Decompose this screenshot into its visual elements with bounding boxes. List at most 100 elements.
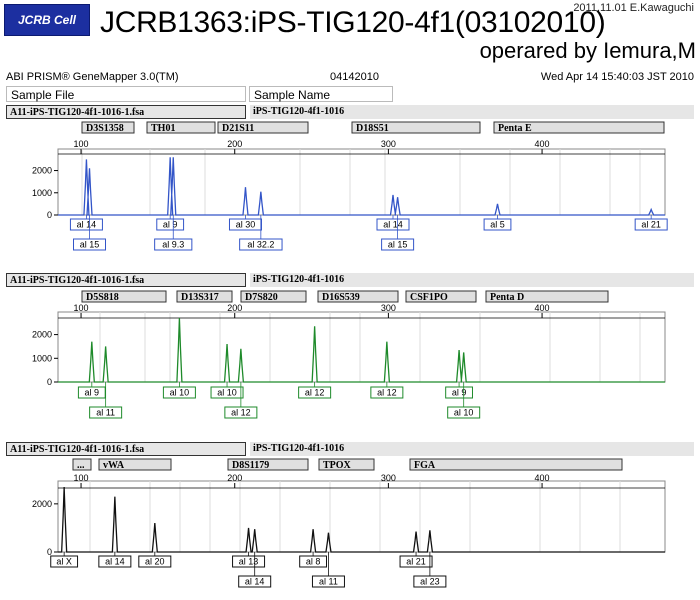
allele-text: al 9.3 (162, 240, 184, 250)
allele-box (311, 575, 345, 588)
allele-box (50, 555, 79, 568)
x-tick-label: 300 (381, 473, 396, 483)
locus-marker: vWA (98, 458, 172, 471)
locus-marker-box (227, 458, 309, 471)
locus-marker-label: vWA (103, 460, 125, 471)
locus-marker-box (217, 121, 309, 134)
allele-label: al 8 (299, 552, 327, 568)
allele-box (238, 575, 272, 588)
allele-label: al 15 (73, 215, 107, 251)
column-header-sample-file: Sample File (6, 86, 246, 102)
allele-text: al X (56, 557, 72, 567)
y-tick-label: 0 (47, 210, 52, 220)
locus-marker-label: TH01 (151, 123, 175, 134)
x-tick-label: 300 (381, 139, 396, 149)
allele-label: al 11 (89, 382, 123, 419)
locus-marker: Penta D (485, 290, 609, 303)
allele-box (239, 238, 283, 251)
timestamp: Wed Apr 14 15:40:03 JST 2010 (540, 71, 694, 83)
allele-text: al 21 (406, 557, 426, 567)
allele-text: al 12 (231, 408, 251, 418)
page-title: JCRB1363:iPS-TIG120-4f1(03102010) (100, 6, 606, 39)
allele-text: al 14 (245, 577, 265, 587)
allele-text: al 12 (377, 388, 397, 398)
locus-marker-label: D5S818 (86, 292, 119, 303)
locus-marker-box (72, 458, 92, 471)
credit-text: 2011.11.01 E.Kawaguchi (573, 2, 694, 14)
locus-marker: ... (72, 458, 92, 471)
allele-text: al 5 (490, 220, 505, 230)
locus-marker: D13S317 (176, 290, 233, 303)
x-tick-label: 200 (227, 473, 242, 483)
allele-label: al 9 (77, 382, 106, 399)
allele-box (381, 238, 415, 251)
y-tick-label: 2000 (32, 330, 52, 340)
plot-area-1 (57, 148, 666, 216)
locus-marker-label: D18S51 (356, 123, 389, 134)
x-tick-label: 400 (535, 303, 550, 313)
locus-marker-label: D16S539 (322, 292, 360, 303)
locus-marker-label: Penta D (490, 292, 524, 303)
panel-1-file: A11-iPS-TIG120-4f1-1016-1.fsa (6, 105, 246, 119)
locus-marker-box (409, 458, 623, 471)
y-tick-label: 2000 (32, 166, 52, 176)
locus-marker-box (351, 121, 481, 134)
x-tick-label: 100 (74, 303, 89, 313)
y-tick-label: 2000 (32, 499, 52, 509)
allele-label: al 21 (399, 552, 433, 568)
allele-text: al 11 (96, 408, 115, 418)
panel-2-file: A11-iPS-TIG120-4f1-1016-1.fsa (6, 273, 246, 287)
allele-label: al 9 (445, 382, 473, 399)
allele-text: al 10 (454, 408, 474, 418)
allele-text: al 20 (145, 557, 165, 567)
allele-label: al 32.2 (239, 215, 283, 251)
plot-area-2 (57, 311, 666, 383)
allele-label: al 11 (311, 552, 345, 588)
allele-text: al 9 (163, 220, 178, 230)
locus-marker-label: D3S1358 (86, 123, 124, 134)
allele-text: al 9 (85, 388, 100, 398)
allele-text: al 15 (80, 240, 100, 250)
allele-label: al 12 (370, 382, 404, 399)
page-subtitle: operared by Iemura,M (479, 38, 696, 63)
locus-marker-label: D13S317 (181, 292, 219, 303)
allele-box (89, 406, 123, 419)
x-tick-label: 300 (381, 303, 396, 313)
allele-text: al 10 (170, 388, 190, 398)
allele-text: al 11 (319, 577, 338, 587)
allele-box (413, 575, 447, 588)
allele-box (154, 238, 193, 251)
locus-marker: TPOX (318, 458, 375, 471)
allele-text: al 32.2 (247, 240, 274, 250)
locus-marker-box (485, 290, 609, 303)
allele-text: al 21 (641, 220, 661, 230)
locus-marker-box (318, 458, 375, 471)
plot-area-3 (57, 480, 666, 553)
y-tick-label: 0 (47, 377, 52, 387)
allele-text: al 15 (388, 240, 408, 250)
allele-label: al 30 (228, 215, 262, 231)
allele-text: al 8 (306, 557, 321, 567)
panel-3-file: A11-iPS-TIG120-4f1-1016-1.fsa (6, 442, 246, 456)
locus-marker-box (317, 290, 399, 303)
allele-label: al 21 (634, 215, 668, 231)
x-tick-label: 400 (535, 473, 550, 483)
allele-box (299, 555, 327, 568)
locus-marker-box (146, 121, 216, 134)
allele-label: al 23 (413, 552, 447, 588)
allele-label: al 9 (156, 215, 185, 231)
locus-marker-label: D8S1179 (232, 460, 269, 471)
allele-text: al 10 (217, 388, 237, 398)
allele-box (69, 218, 103, 231)
allele-label: al 15 (381, 215, 415, 251)
allele-label: al 10 (162, 382, 196, 399)
column-header-sample-name: Sample Name (249, 86, 393, 102)
allele-box (399, 555, 433, 568)
allele-box (98, 555, 132, 568)
allele-text: al 30 (236, 220, 256, 230)
locus-marker-label: D7S820 (245, 292, 278, 303)
allele-box (138, 555, 172, 568)
y-tick-label: 1000 (32, 188, 52, 198)
